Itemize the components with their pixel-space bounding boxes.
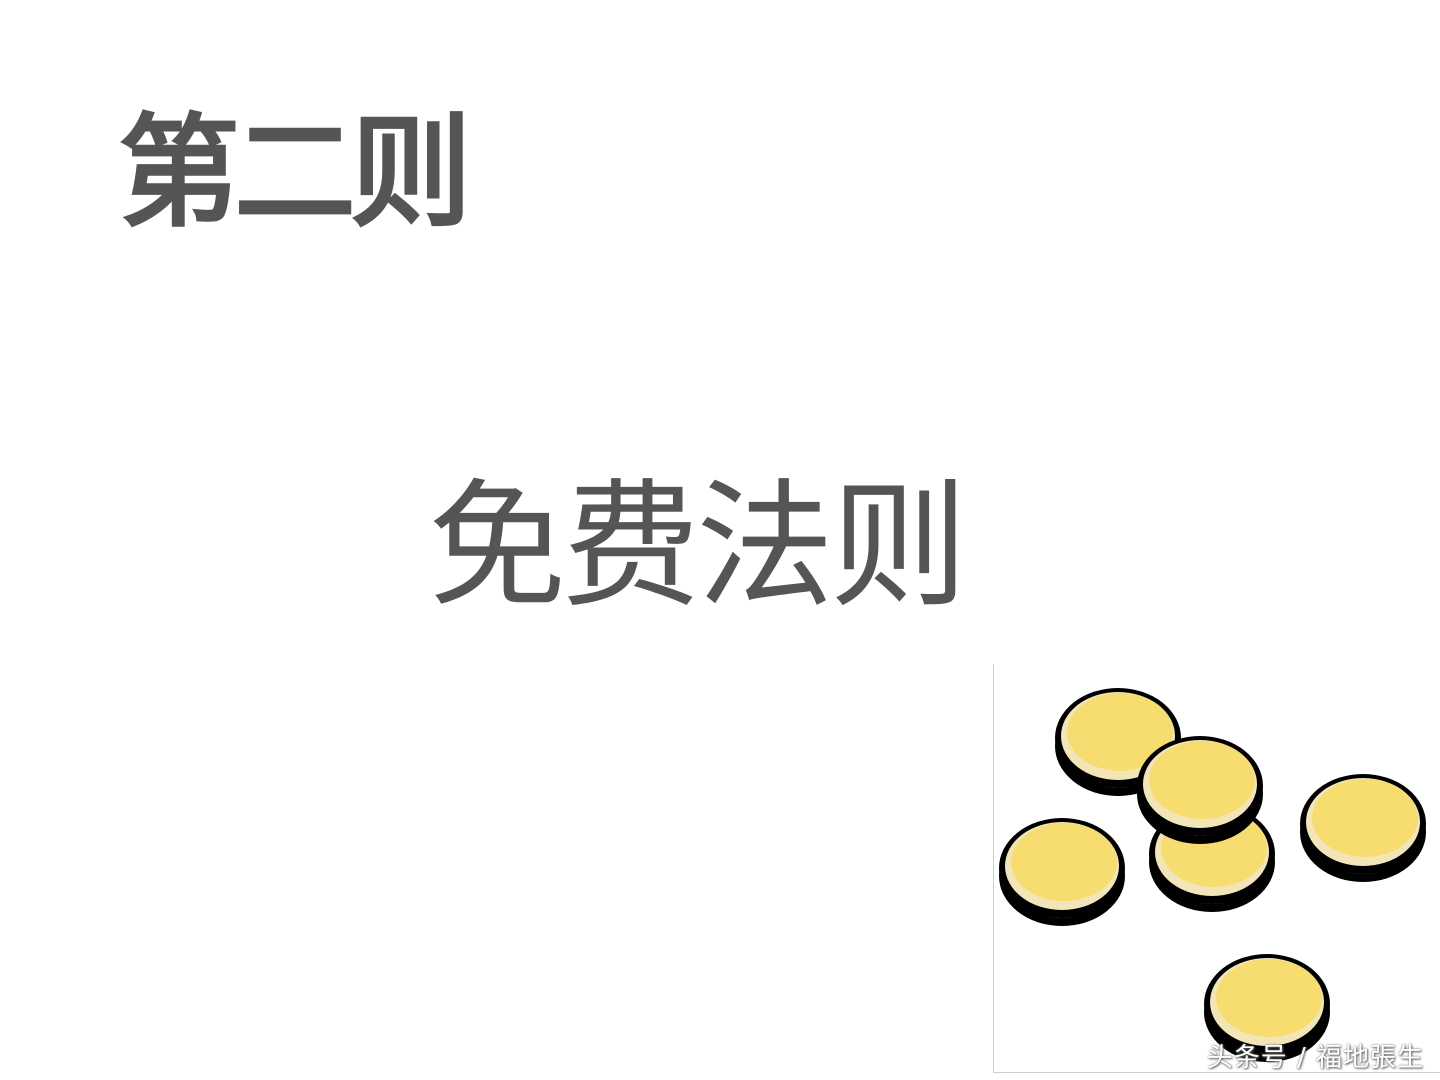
coins-clipart — [993, 664, 1440, 1073]
slide-subtitle: 免费法则 — [428, 466, 968, 627]
coins-icon — [999, 688, 1426, 1062]
slide-title: 第二则 — [118, 102, 472, 244]
watermark: 头条号 / 福地張生 — [1206, 1043, 1424, 1073]
